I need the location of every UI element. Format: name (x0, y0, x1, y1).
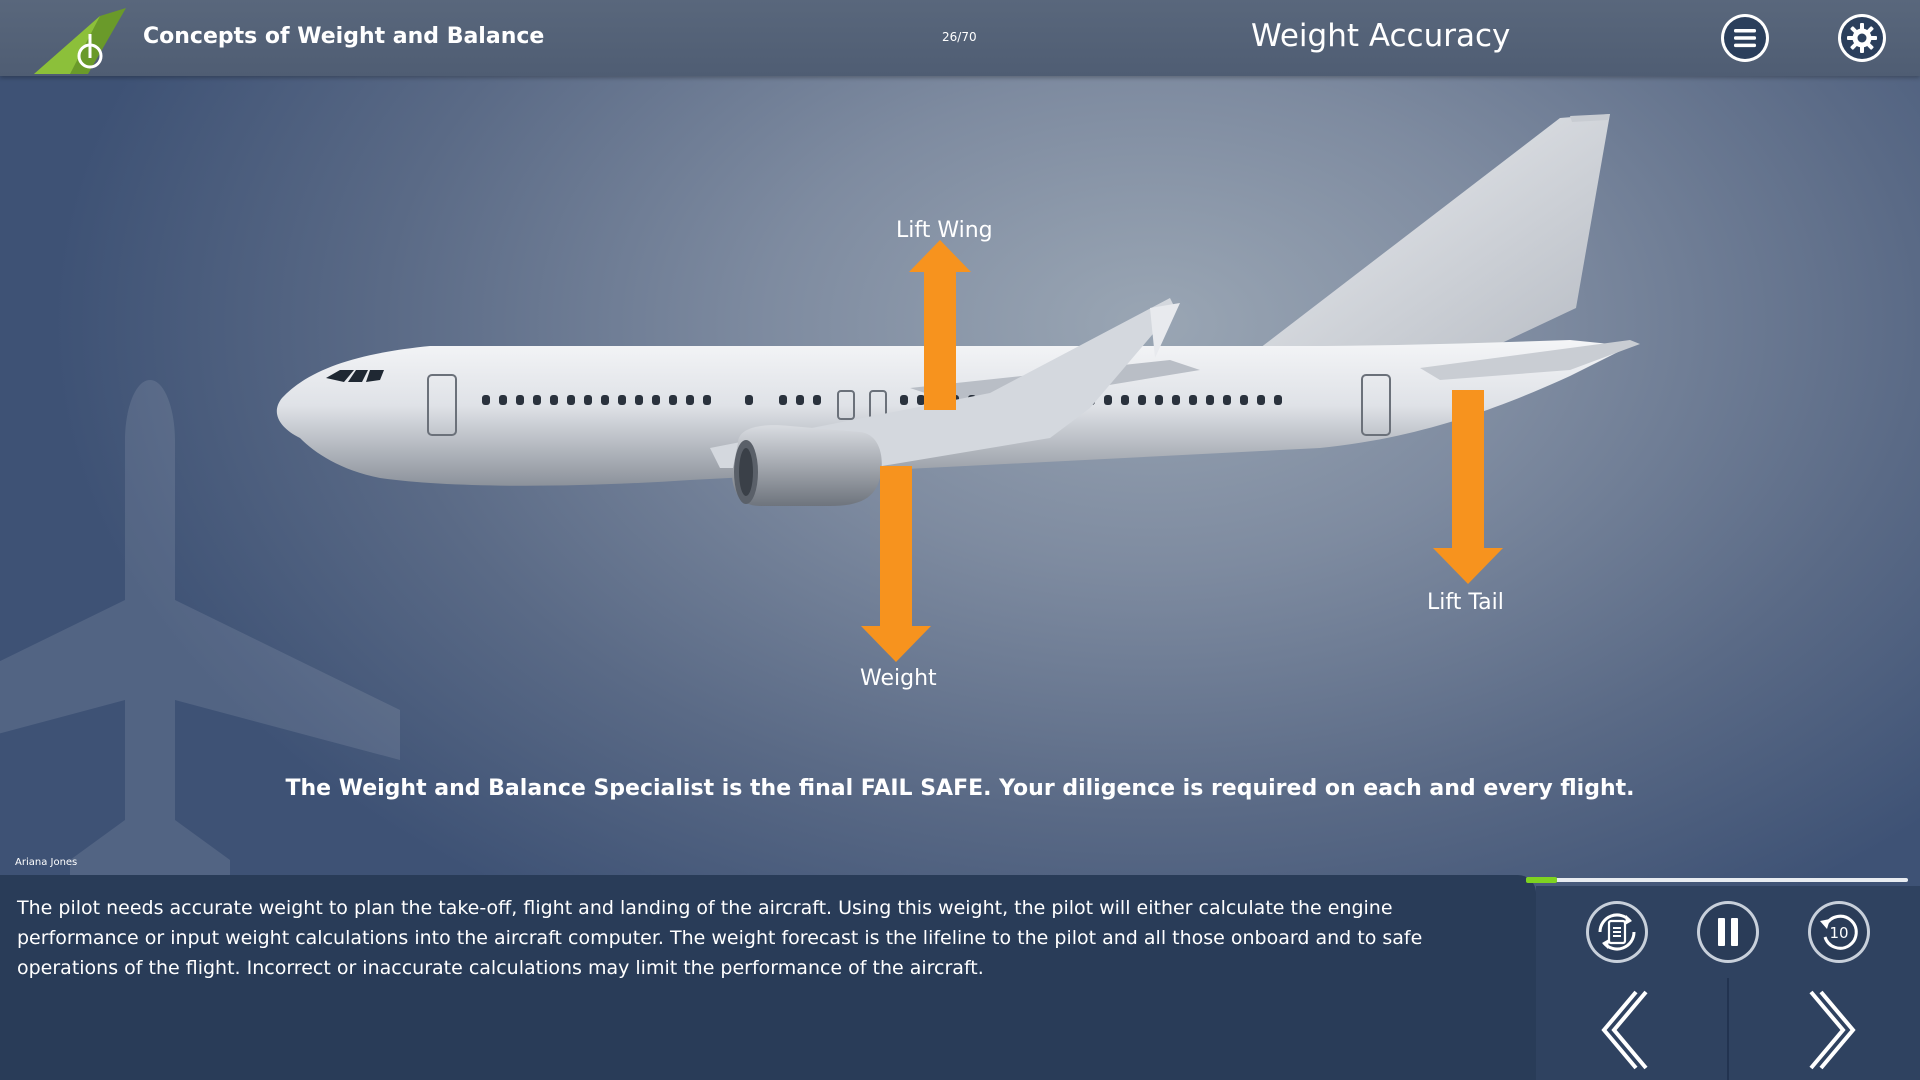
settings-button[interactable] (1838, 14, 1886, 62)
tail-logo-icon (34, 8, 126, 74)
pause-icon (1700, 904, 1756, 960)
header-bar: Concepts of Weight and Balance 26/70 Wei… (0, 0, 1920, 76)
next-button[interactable] (1729, 978, 1919, 1080)
transcript-text: The pilot needs accurate weight to plan … (17, 897, 1423, 979)
replay-10-icon: 10 (1811, 904, 1867, 960)
transcript-panel: The pilot needs accurate weight to plan … (0, 875, 1536, 1080)
next-icon (1809, 990, 1856, 1070)
progress-bar[interactable] (1526, 877, 1908, 883)
transcript-icon (1589, 904, 1645, 960)
key-statement: The Weight and Balance Specialist is the… (285, 776, 1635, 801)
previous-button[interactable] (1536, 978, 1726, 1080)
player-controls: 10 (1536, 886, 1920, 978)
progress-fill (1526, 877, 1557, 883)
menu-button[interactable] (1721, 14, 1769, 62)
lift-tail-label: Lift Tail (1427, 590, 1504, 615)
slide-title: Weight Accuracy (1251, 18, 1511, 54)
previous-icon (1601, 990, 1648, 1070)
gear-icon (1841, 17, 1883, 59)
background-airplane-silhouette (0, 380, 400, 880)
weight-arrow (861, 466, 931, 662)
hamburger-menu-icon (1724, 17, 1766, 59)
nav-divider (1727, 978, 1729, 1080)
lift-wing-label: Lift Wing (896, 218, 993, 243)
transcript-toggle-button[interactable] (1586, 901, 1648, 963)
pause-button[interactable] (1697, 901, 1759, 963)
navigation-bar (1536, 978, 1920, 1080)
page-counter: 26/70 (942, 30, 977, 44)
weight-label: Weight (860, 666, 937, 691)
lift-tail-arrow (1433, 390, 1503, 584)
replay-seconds-label: 10 (1829, 924, 1848, 942)
replay-10-button[interactable]: 10 (1808, 901, 1870, 963)
lift-wing-arrow (909, 240, 971, 410)
airplane-illustration (276, 114, 1640, 506)
narrator-name: Ariana Jones (15, 857, 78, 868)
course-title: Concepts of Weight and Balance (143, 24, 545, 49)
